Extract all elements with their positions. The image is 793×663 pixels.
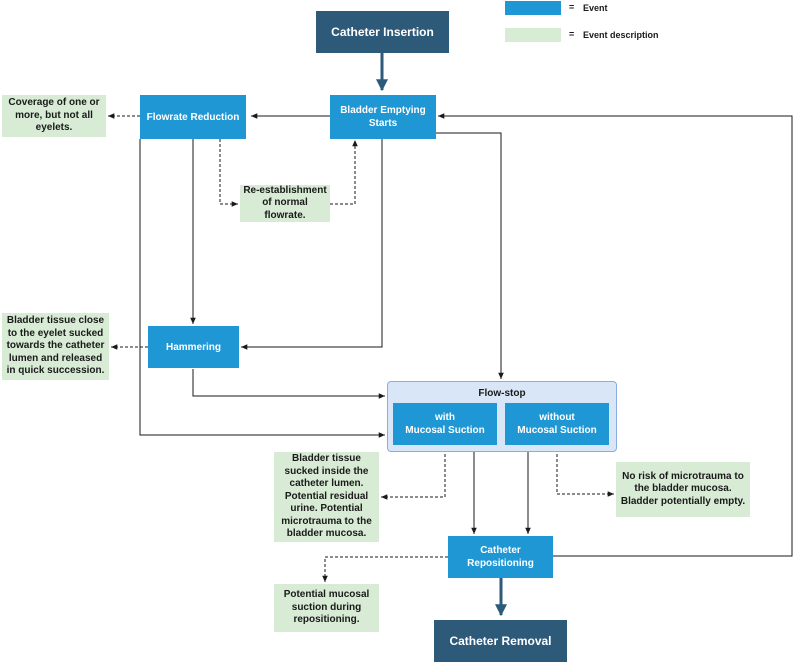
coverage-description: Coverage of one or more, but not all eye… [2,95,106,137]
dashed-reestablishment-to-emptying [330,140,358,205]
arrow-emptying-to-hammering [241,139,383,350]
dashed-repositioning-to-desc [322,556,448,582]
hammering-description: Bladder tissue close to the eyelet sucke… [2,313,109,380]
hammering-node: Hammering [148,326,239,368]
reestablishment-description: Re-establishment of normal flowrate. [240,185,330,222]
legend-description-swatch [505,28,561,42]
without-suction-description: No risk of microtrauma to the bladder mu… [616,462,750,517]
with-mucosal-suction-node: with Mucosal Suction [393,403,497,445]
arrow-hammering-to-flowstop [192,369,385,399]
dashed-flowrate-to-reestablishment [219,139,238,207]
with-suction-description: Bladder tissue sucked inside the cathete… [274,452,379,542]
catheter-insertion-node: Catheter Insertion [316,11,449,53]
bladder-emptying-node: Bladder Emptying Starts [330,95,436,139]
catheter-removal-node: Catheter Removal [434,620,567,662]
arrow-emptying-to-flowstop [436,132,504,379]
flow-stop-title: Flow-stop [478,388,526,399]
legend-event-swatch [505,1,561,15]
dashed-without-to-desc [556,449,614,497]
dashed-with-to-desc [381,449,446,500]
arrow-repositioning-to-emptying [438,113,793,557]
legend-event-label: Event [583,3,608,13]
legend-description-symbol: = [569,29,575,39]
without-mucosal-suction-node: without Mucosal Suction [505,403,609,445]
flowrate-reduction-node: Flowrate Reduction [140,95,246,139]
legend-description-label: Event description [583,30,659,40]
legend-event-symbol: = [569,2,575,12]
repositioning-description: Potential mucosal suction during reposit… [274,584,379,632]
arrow-flowrate-to-flowstop [139,139,385,438]
catheter-repositioning-node: Catheter Repositioning [448,536,553,578]
